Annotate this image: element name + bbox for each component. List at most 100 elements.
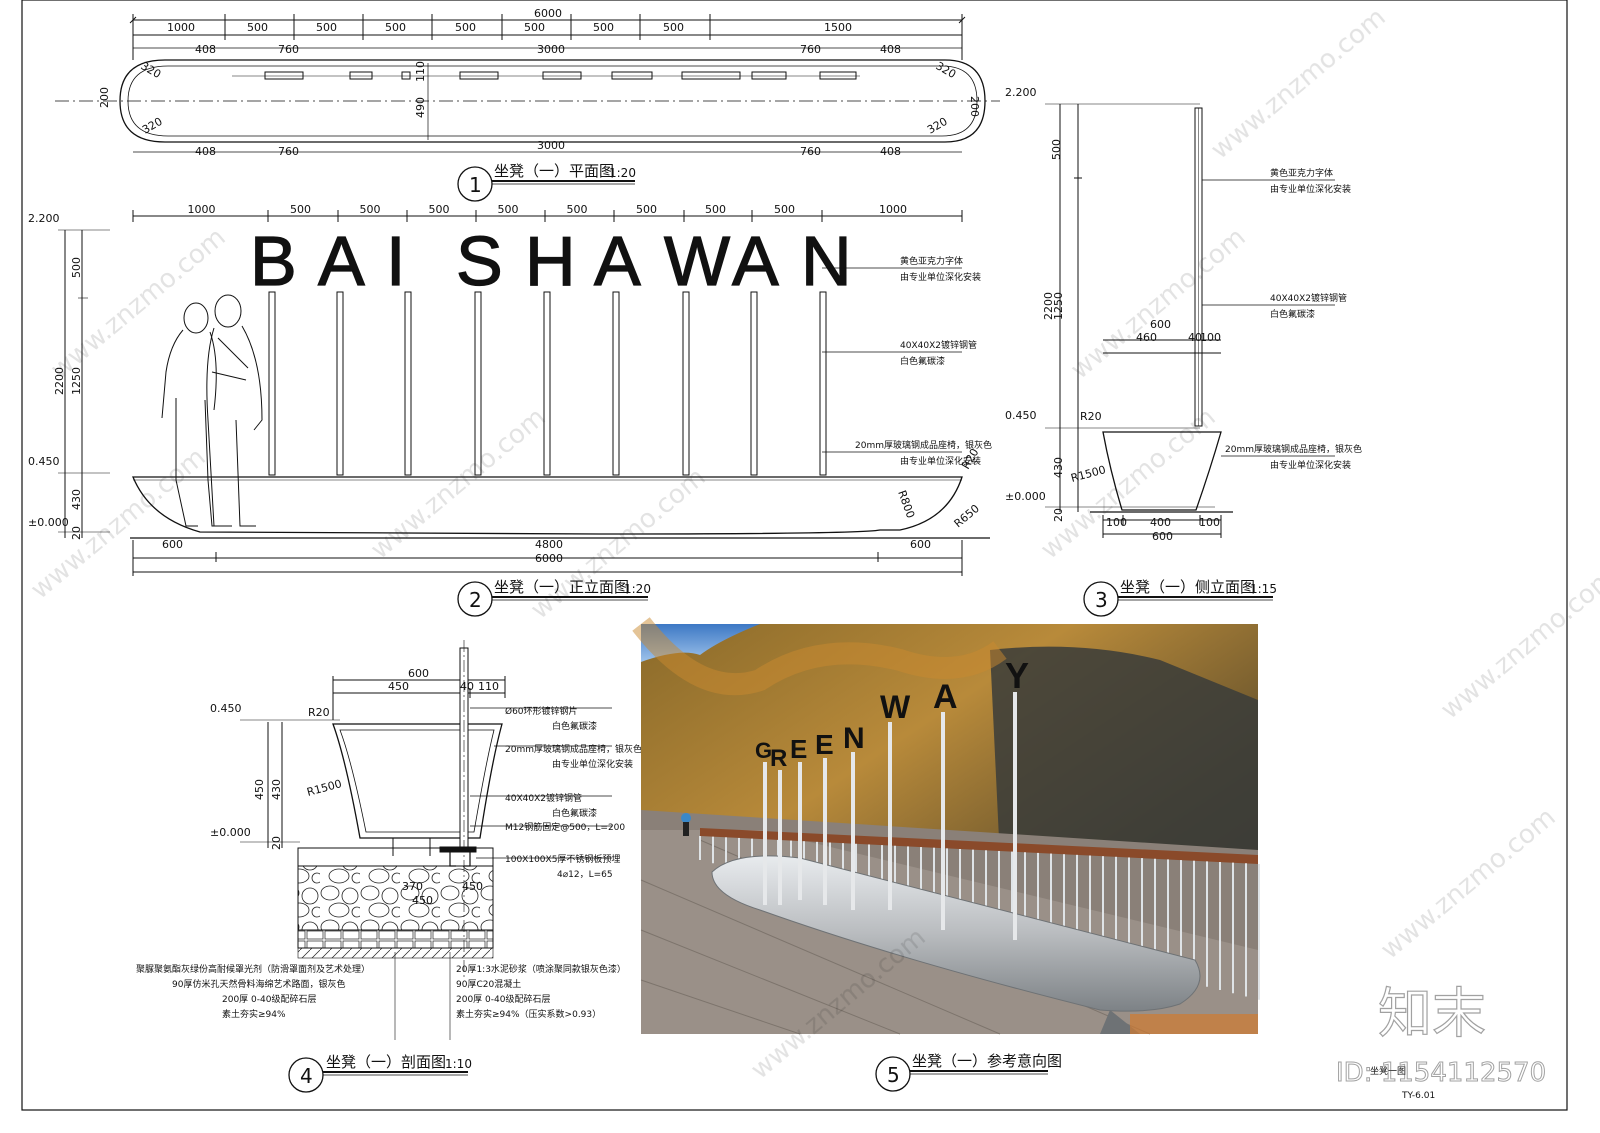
section-note: 素土夯实≥94%（压实系数>0.93） [456,1008,601,1020]
side-note: 由专业单位深化安装 [1270,183,1351,195]
plan-dim-inner-bottom: 408 [195,145,216,158]
front-note: 白色氟碳漆 [900,355,945,367]
front-letter: A [732,222,779,300]
front-vdim: 2200 [53,367,66,395]
side-note: 由专业单位深化安装 [1270,459,1351,471]
front-note: 20mm厚玻璃钢成品座椅，银灰色 [855,439,992,451]
front-pole [750,291,758,476]
section-radius: R1500 [305,777,343,799]
front-dim-top: 1000 [188,203,216,216]
section-number: 4 [300,1064,313,1088]
section-note: M12钢筋固定@500，L=200 [505,821,625,833]
side-level: ±0.000 [1005,490,1046,503]
front-pole [819,291,827,476]
letter-slot [349,71,373,80]
front-dim-bottom: 600 [910,538,931,551]
front-level: ±0.000 [28,516,69,529]
side-seat-body [1102,431,1222,511]
plan-number: 1 [469,173,482,197]
plan-dim-top: 500 [385,21,406,34]
plan-dim-top: 500 [593,21,614,34]
side-vdim: 430 [1052,457,1065,478]
watermark: 知末 ID: 1154112570 [1336,981,1547,1088]
section-title: 坐凳（一）剖面图 [326,1053,446,1071]
side-note: 20mm厚玻璃钢成品座椅，银灰色 [1225,443,1362,455]
side-scale: 1:15 [1250,582,1277,596]
plan-title: 坐凳（一）平面图 [494,162,614,180]
plan-dim-top: 500 [316,21,337,34]
plan-dim-inner-top: 3000 [537,43,565,56]
side-note: 白色氟碳漆 [1270,308,1315,320]
section-note: 素土夯实≥94% [222,1008,286,1020]
front-dim-overall: 6000 [535,552,563,565]
sheet-border [21,0,1568,1111]
plan-dim-inner-bottom: 760 [800,145,821,158]
plan-width-dim: 200 [968,96,981,117]
section-note: 90厚仿米孔天然骨料海绵艺术路面，银灰色 [172,978,345,990]
section-title-block: 4 坐凳（一）剖面图 1:10 [288,1053,472,1093]
plan-end-dim: 320 [925,115,950,137]
front-dim-top: 500 [705,203,726,216]
letter-slot [401,71,411,80]
photo-letter: E [815,729,834,760]
front-pole [543,291,551,476]
watermark-site: www.znzmo.com [1435,562,1600,725]
front-dim-bottom: 4800 [535,538,563,551]
section-dim-top: 40 [460,680,474,693]
front-letter: B [250,222,297,300]
section-note: 90厚C20混凝土 [456,978,521,990]
front-letter: I [386,222,405,300]
plan-dim-inner-bottom: 408 [880,145,901,158]
section-inner-dim: 450 [412,894,433,907]
side-dim-bottom: 100 [1199,516,1220,529]
side-dim-bottom: 600 [1152,530,1173,543]
side-title-block: 3 坐凳（一）侧立面图 1:15 [1083,578,1277,617]
watermark-site: www.znzmo.com [1065,222,1251,385]
front-dim-top: 500 [360,203,381,216]
reference-title: 坐凳（一）参考意向图 [912,1052,1062,1070]
side-dim-top: 600 [1150,318,1171,331]
photo-letter: A [933,678,958,716]
plan-dim-inner-top: 760 [800,43,821,56]
side-radius: R1500 [1069,463,1107,485]
front-pole [268,291,276,476]
photo-rail [700,828,1258,864]
section-view [240,640,506,1040]
front-title: 坐凳（一）正立面图 [494,578,629,596]
plan-width-dim: 200 [98,87,111,108]
plan-dim-top: 1000 [167,21,195,34]
plan-width-dim: 490 [414,97,427,118]
section-inner-dim: 370 [402,880,423,893]
section-note: 200厚 0-40级配碎石层 [456,993,550,1005]
side-note: 40X40X2镀锌钢管 [1270,292,1347,304]
front-letter: H [525,222,576,300]
reference-number: 5 [887,1063,900,1087]
front-dim-top: 500 [774,203,795,216]
side-note: 黄色亚克力字体 [1270,167,1333,179]
plan-dim-inner-bottom: 3000 [537,139,565,152]
side-radius: R20 [1080,410,1102,423]
plan-end-dim: 320 [139,59,164,81]
side-dim-bottom: 100 [1106,516,1127,529]
plan-end-dim: 320 [140,115,165,137]
front-seat-body [132,476,963,535]
side-dim-top: 40 [1188,331,1202,344]
watermark-site: www.znzmo.com [1375,802,1561,965]
plan-dim-top: 500 [455,21,476,34]
section-note: 20mm厚玻璃钢成品座椅，银灰色 [505,743,642,755]
section-radius: R20 [308,706,330,719]
front-vdim: 20 [70,526,83,540]
section-vdim: 20 [270,836,283,850]
plan-dim-overall: 6000 [534,7,562,20]
plan-dim-inner-top: 408 [195,43,216,56]
front-letter: S [456,222,503,300]
front-dim-bottom: 600 [162,538,183,551]
side-dim-top: 460 [1136,331,1157,344]
front-dim-top: 500 [498,203,519,216]
photo-letter: R [770,745,787,772]
